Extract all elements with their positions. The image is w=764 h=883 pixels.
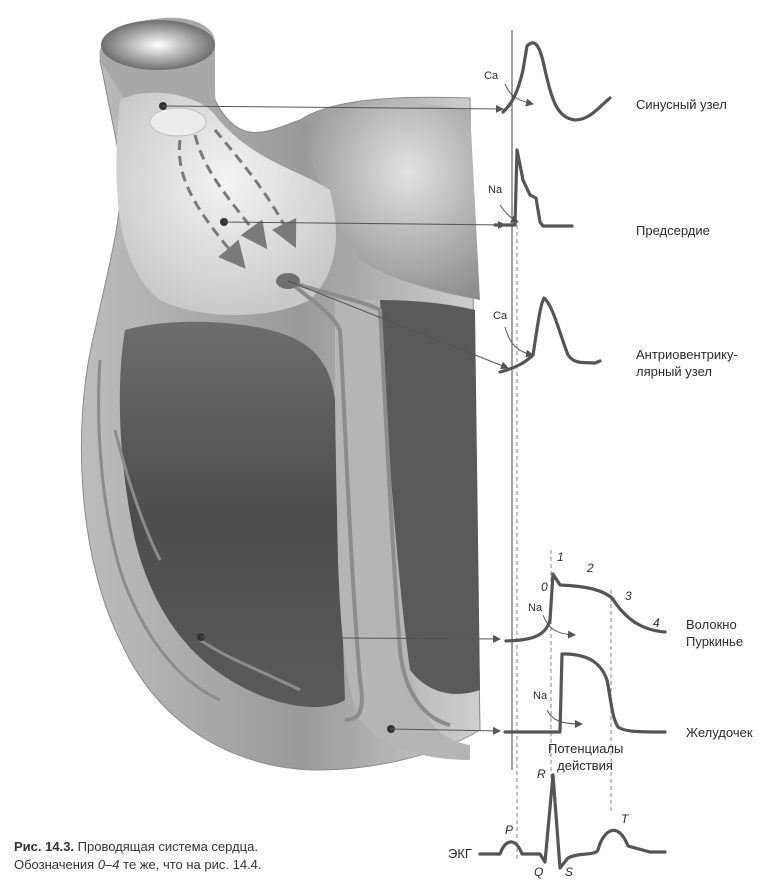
action-potentials-label: Потенциалы действия (548, 740, 624, 774)
caption-line2: Обозначения 0–4 те же, что на рис. 14.4. (14, 856, 414, 874)
purkinje-fibers (97, 359, 301, 702)
septum (334, 300, 470, 760)
action-potentials-label-line2: действия (557, 758, 613, 773)
ecg-p-label: P (505, 823, 514, 837)
sinus-node-label: Синусный узел (636, 97, 727, 112)
figure-caption: Рис. 14.3. Проводящая система сердца. Об… (14, 838, 414, 874)
ventricle-label: Желудочек (686, 725, 753, 740)
ecg-trace (478, 773, 667, 870)
phase-1-label: 1 (557, 550, 564, 564)
ventricle-trace (503, 652, 667, 734)
sinus-node-region (149, 107, 207, 137)
phase-3-label: 3 (625, 589, 632, 603)
atrium-cavity (116, 92, 336, 316)
sinus-node-trace (501, 41, 612, 122)
phase-0-label: 0 (541, 580, 548, 594)
action-potentials-label-line1: Потенциалы (548, 741, 624, 756)
atrium-label: Предсердие (636, 223, 710, 238)
ecg-label: ЭКГ (448, 846, 472, 861)
ecg-t-label: T (621, 812, 629, 826)
phase-4-label: 4 (653, 616, 660, 630)
vessel-opening (101, 20, 215, 70)
caption-line1: Рис. 14.3. Проводящая система сердца. (14, 838, 414, 856)
ecg-s-label: S (565, 865, 574, 879)
purkinje-label-line2: Пуркинье (686, 634, 744, 649)
bundle-branch-right (289, 280, 451, 727)
right-ventricle-chamber (380, 300, 480, 694)
action-potential-traces (493, 41, 667, 734)
av-node-trace (498, 296, 602, 374)
ecg-q-label: Q (534, 865, 544, 879)
caption-line2-a: Обозначения (14, 857, 98, 872)
bundle-branch-left (288, 280, 364, 722)
phase-2-label: 2 (587, 561, 594, 575)
purkinje-label: Волокно Пуркинье (686, 616, 743, 650)
atrium-trace (493, 148, 574, 228)
caption-title: Рис. 14.3. (14, 839, 75, 854)
caption-line1-text: Проводящая система сердца. (74, 839, 258, 854)
heart-illustration (80, 17, 481, 771)
caption-line2-c: те же, что на рис. 14.4. (119, 857, 262, 872)
atrium-ion-label: Na (488, 184, 503, 196)
atrial-conduction-arrows (177, 129, 297, 269)
purkinje-ion-label: Na (528, 602, 543, 614)
purkinje-label-line1: Волокно (686, 617, 737, 632)
ventricle-chamber (119, 321, 345, 708)
ventricle-ion-label: Na (533, 690, 548, 702)
right-atrium-wall (300, 103, 480, 300)
caption-line2-b: 0–4 (97, 857, 120, 872)
sinus-ion-label: Ca (484, 70, 499, 82)
ecg-r-label: R (537, 767, 546, 781)
av-ion-label: Ca (493, 310, 508, 322)
av-node-label-line2: лярный узел (636, 364, 712, 379)
av-node-label-line1: Антриовентрику- (636, 347, 738, 362)
leader-lines (162, 104, 509, 735)
purkinje-trace (504, 572, 667, 643)
av-node-label: Антриовентрику- лярный узел (636, 346, 738, 380)
ion-arrows (499, 83, 583, 728)
